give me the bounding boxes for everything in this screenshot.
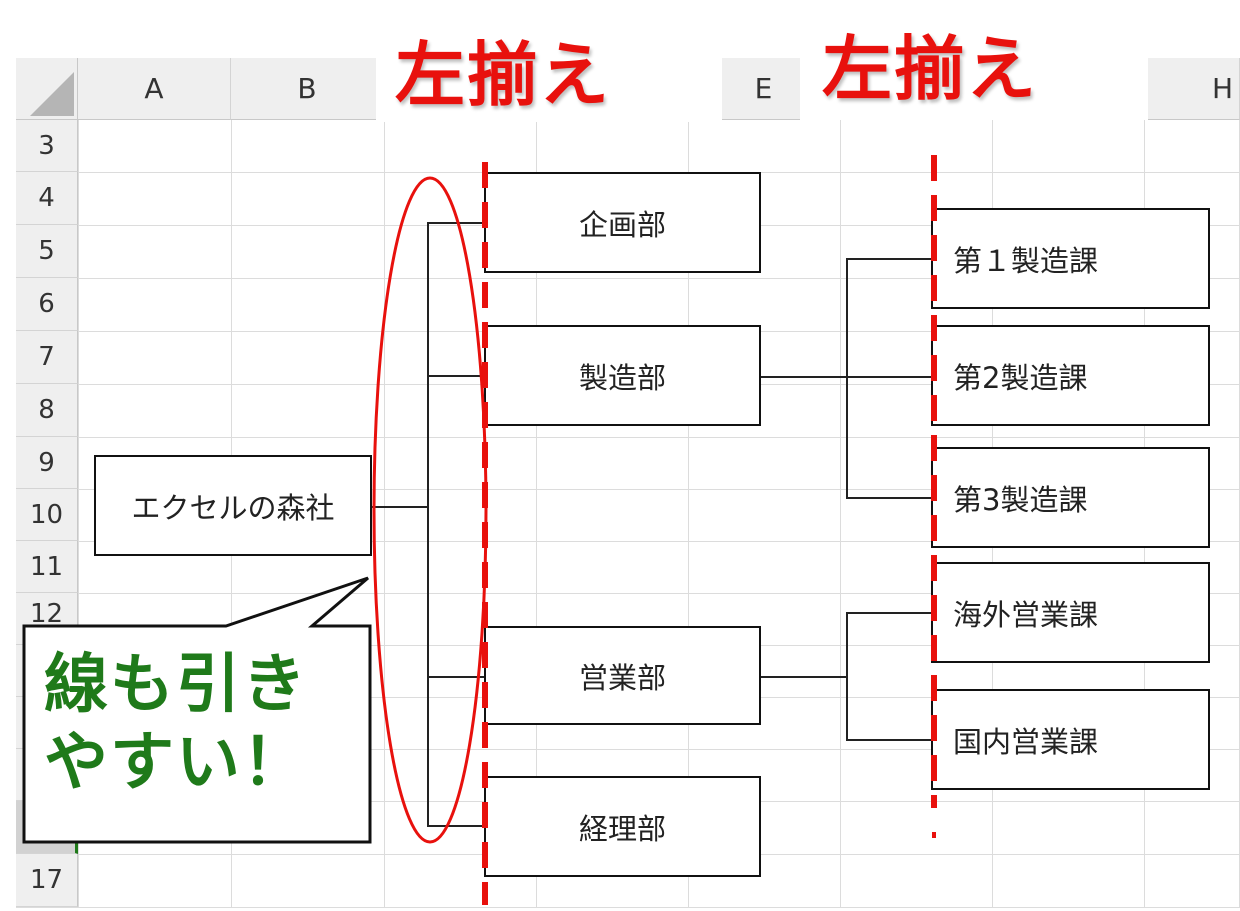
gridline [384,120,385,908]
callout-line: 線も引き [44,648,308,722]
title-background [800,30,1148,120]
org-box-sales[interactable]: 営業部 [484,626,761,725]
row-header-5[interactable]: 5 [16,225,78,278]
row-header-17[interactable]: 17 [16,854,78,907]
row-header-4[interactable]: 4 [16,172,78,225]
connector-line [846,612,932,614]
org-box-label: 第3製造課 [953,482,1088,517]
org-box-label: 経理部 [578,811,666,846]
connector-line [846,258,932,260]
gridline [78,541,1240,542]
org-box-manufacturing[interactable]: 製造部 [484,325,761,426]
org-box-label: 企画部 [578,207,666,242]
title-background [376,40,722,122]
gridline [78,593,1240,594]
org-box-root[interactable]: エクセルの森社 [94,455,372,556]
column-header-b[interactable]: B [231,58,384,120]
gridline [688,120,689,908]
org-box-manufacturing-section-1[interactable]: 第１製造課 [931,208,1210,309]
connector-line [846,376,932,378]
connector-line [846,497,932,499]
org-box-label: 製造部 [578,360,666,395]
connector-line [427,375,485,377]
gridline [840,120,841,908]
connector-line [372,506,428,508]
org-box-label: 第１製造課 [953,243,1099,278]
org-box-label: 国内営業課 [953,724,1099,759]
left-align-title: 左揃え [822,28,1038,110]
row-header-7[interactable]: 7 [16,331,78,384]
row-header-3[interactable]: 3 [16,120,78,172]
gridline [78,120,79,908]
select-all-corner[interactable] [16,58,78,120]
org-box-label: 第2製造課 [953,360,1088,395]
gridline [16,907,1240,908]
connector-line [760,376,848,378]
gridline [78,437,1240,438]
connector-line [846,258,848,498]
connector-line [427,825,485,827]
gridline [78,278,1240,279]
connector-line [427,676,485,678]
gridline [536,120,537,908]
row-header-10[interactable]: 10 [16,489,78,541]
highlight-ellipse [372,176,488,844]
org-box-label: 営業部 [578,660,666,695]
row-header-11[interactable]: 11 [16,541,78,593]
callout-text: 線も引き やすい！ [44,646,308,802]
org-box-manufacturing-section-3[interactable]: 第3製造課 [931,447,1210,548]
org-box-accounting[interactable]: 経理部 [484,776,761,877]
org-box-domestic-sales[interactable]: 国内営業課 [931,689,1210,790]
callout-line: やすい！ [44,726,308,801]
connector-line [846,739,932,741]
connector-line [427,222,485,224]
org-box-label: 海外営業課 [953,597,1099,632]
callout-bubble [22,576,372,844]
org-box-label: エクセルの森社 [131,490,335,525]
select-all-triangle-icon [30,72,74,116]
org-box-overseas-sales[interactable]: 海外営業課 [931,562,1210,663]
gridline [78,489,1240,490]
connector-line [846,612,848,741]
row-header-6[interactable]: 6 [16,278,78,331]
row-header-8[interactable]: 8 [16,384,78,437]
gridline [78,749,1240,750]
row-header-9[interactable]: 9 [16,437,78,489]
org-box-manufacturing-section-2[interactable]: 第2製造課 [931,325,1210,426]
column-header-a[interactable]: A [78,58,231,120]
connector-line [760,676,848,678]
org-box-planning[interactable]: 企画部 [484,172,761,273]
connector-line [427,222,429,827]
left-align-title: 左揃え [395,34,611,116]
